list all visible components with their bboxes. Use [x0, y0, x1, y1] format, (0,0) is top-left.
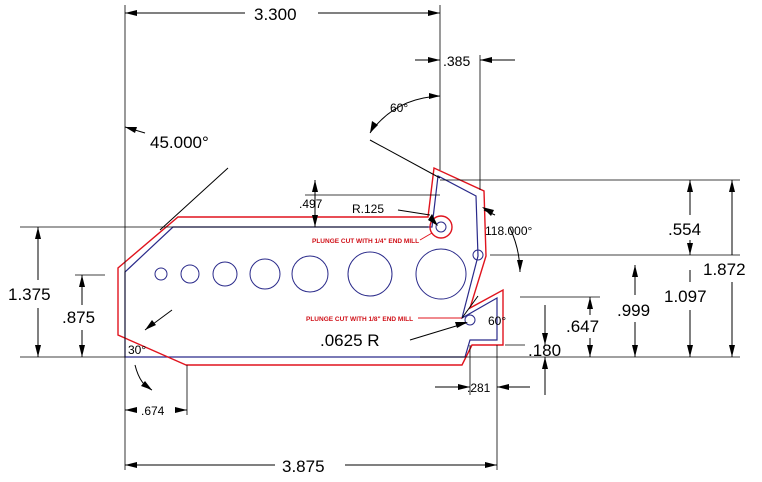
plunge-quarter-hole-inner: [435, 221, 447, 233]
plunge-eighth-hole-top: [472, 249, 484, 261]
plunge-quarter-hole: [429, 215, 453, 239]
dim-385: .385: [443, 53, 470, 69]
dim-647: .647: [566, 317, 599, 336]
dim-r125: R.125: [352, 202, 384, 216]
dim-30: 30°: [128, 343, 146, 357]
hole: [154, 267, 168, 281]
hole-row: [154, 248, 467, 300]
part-outline: [124, 175, 498, 358]
dim-999: .999: [617, 301, 650, 320]
cut-path: [117, 166, 504, 366]
note-plunge-quarter: PLUNGE CUT WITH 1/4" END MILL: [312, 238, 419, 245]
dim-180: .180: [528, 341, 561, 360]
hole: [212, 261, 238, 287]
dimension-lines: [35, 10, 735, 468]
dim-875: .875: [62, 308, 95, 327]
dim-3-300: 3.300: [254, 5, 297, 24]
extension-lines: [20, 5, 740, 470]
hole: [347, 251, 393, 297]
note-plunge-eighth: PLUNGE CUT WITH 1/8" END MILL: [306, 316, 413, 323]
dim-497: .497: [299, 197, 323, 211]
plunge-eighth-hole-bottom: [464, 314, 476, 326]
dim-554: .554: [668, 220, 701, 239]
dim-3-875: 3.875: [282, 457, 325, 476]
dim-281: .281: [467, 381, 491, 395]
dim-45: 45.000°: [150, 133, 209, 152]
hole: [180, 264, 200, 284]
dim-1872: 1.872: [703, 260, 746, 279]
dim-674: .674: [141, 404, 165, 418]
dim-0625r: .0625 R: [320, 331, 380, 350]
hole: [291, 255, 329, 293]
hole: [415, 248, 467, 300]
dim-1375: 1.375: [8, 285, 51, 304]
dim-1097: 1.097: [664, 287, 707, 306]
dim-118: 118.000°: [485, 224, 532, 238]
hole: [249, 258, 281, 290]
dim-60-lower: 60°: [488, 314, 506, 328]
dim-60-top: 60°: [390, 101, 408, 115]
